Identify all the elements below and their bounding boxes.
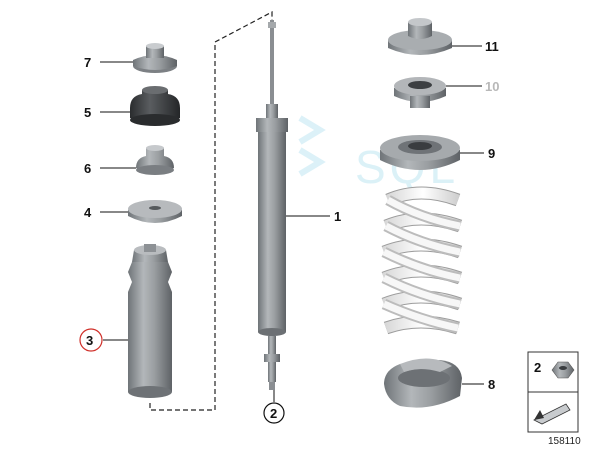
part-1-shock-absorber xyxy=(256,20,288,390)
callout-7: 7 xyxy=(84,55,91,70)
coil-spring xyxy=(381,186,463,335)
part-4-washer xyxy=(128,200,182,223)
part-9-upper-spring-pad xyxy=(380,135,460,170)
part-8-lower-spring-pad xyxy=(384,358,462,408)
diagram-number: 158110 xyxy=(548,436,581,447)
part-7-top-cap xyxy=(133,43,177,73)
callout-10: 10 xyxy=(485,79,499,94)
callout-3: 3 xyxy=(86,333,93,348)
callout-11: 11 xyxy=(485,39,499,54)
legend-item-number: 2 xyxy=(534,360,541,375)
nut-icon xyxy=(551,361,575,379)
callout-2: 2 xyxy=(270,406,277,421)
callout-4: 4 xyxy=(84,205,92,220)
part-10-spring-seat xyxy=(394,77,446,108)
part-3-bump-stop-boot xyxy=(128,244,172,398)
callout-1: 1 xyxy=(334,209,341,224)
callout-6: 6 xyxy=(84,161,91,176)
callout-8: 8 xyxy=(488,377,495,392)
callout-9: 9 xyxy=(488,146,495,161)
part-11-upper-spring-mount xyxy=(388,18,452,55)
legend-box: 2 xyxy=(527,351,579,433)
part-6-bushing xyxy=(136,145,174,175)
callout-5: 5 xyxy=(84,105,91,120)
leader-lines xyxy=(100,45,484,402)
callout-2-circle xyxy=(263,402,285,424)
callout-3-highlight-circle xyxy=(79,328,103,352)
arrow-icon xyxy=(533,403,571,425)
assembly-dashed-line xyxy=(149,11,273,411)
part-5-rubber-mount xyxy=(130,86,180,126)
